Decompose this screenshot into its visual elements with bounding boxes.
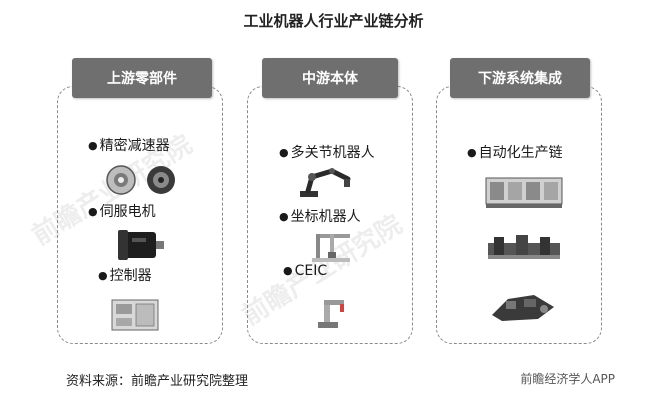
item-controller: ●控制器 (98, 265, 152, 285)
bullet-icon: ● (467, 146, 477, 159)
brand-logo-text: 前瞻经济学人APP (520, 372, 615, 386)
bullet-icon: ● (98, 269, 108, 282)
bullet-icon: ● (279, 146, 289, 159)
item-articulated-robot: ●多关节机器人 (279, 142, 375, 162)
bullet-icon: ● (283, 264, 293, 277)
item-label: 精密减速器 (99, 138, 170, 154)
item-label: 自动化生产链 (478, 145, 563, 161)
ceic-robot-image (318, 300, 344, 328)
bullet-icon: ● (88, 139, 98, 152)
item-label: 控制器 (109, 268, 152, 284)
item-automation-line: ●自动化生产链 (467, 142, 563, 162)
header-midstream: 中游本体 (262, 58, 398, 98)
bullet-icon: ● (88, 205, 98, 218)
item-label: CEIC (294, 263, 328, 279)
item-label: 伺服电机 (99, 204, 156, 220)
item-servo-motor: ●伺服电机 (88, 201, 156, 221)
item-ceic: ●CEIC (283, 263, 327, 279)
articulated-robot-image (300, 168, 351, 197)
item-label: 坐标机器人 (290, 209, 361, 225)
cartesian-robot-image (312, 234, 350, 262)
production-line-image-3 (492, 295, 554, 321)
bullet-icon: ● (279, 210, 289, 223)
servo-motor-image (118, 230, 164, 260)
controller-image (111, 299, 159, 331)
source-note: 资料来源：前瞻产业研究院整理 (66, 374, 249, 389)
production-line-image-2 (488, 235, 560, 259)
item-cartesian-robot: ●坐标机器人 (279, 206, 361, 226)
item-precision-reducer: ●精密减速器 (88, 135, 170, 155)
production-line-image-1 (485, 177, 563, 208)
header-upstream: 上游零部件 (72, 58, 212, 98)
header-downstream: 下游系统集成 (450, 58, 590, 98)
reducer-image (106, 165, 175, 195)
item-label: 多关节机器人 (290, 145, 375, 161)
page-title: 工业机器人行业产业链分析 (243, 12, 424, 30)
